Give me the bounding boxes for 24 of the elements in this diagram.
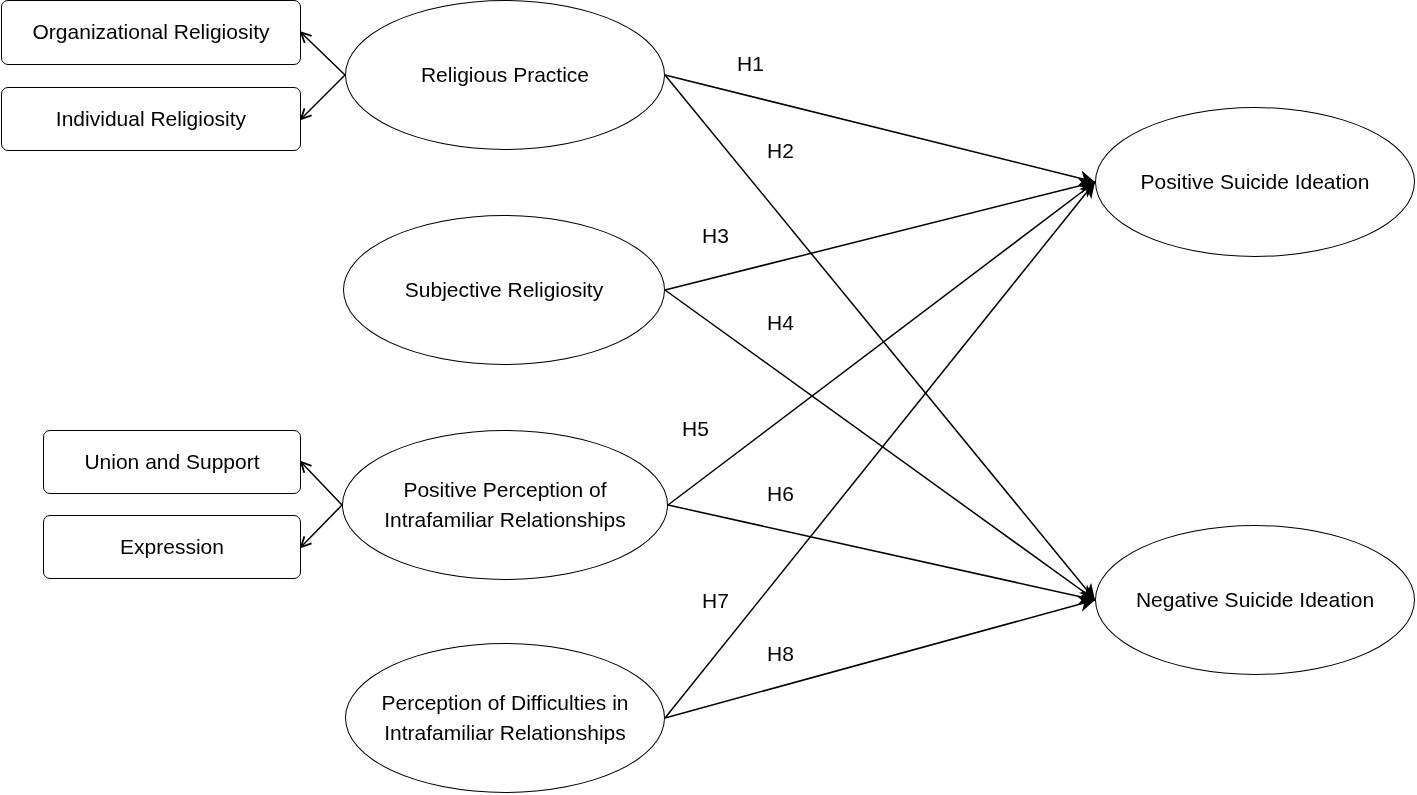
node-label: Religious Practice (420, 61, 590, 88)
node-label: Organizational Religiosity (32, 19, 270, 46)
node-label: Individual Religiosity (55, 105, 247, 132)
indicator-box (43, 515, 301, 579)
node-label: Union and Support (84, 448, 260, 475)
indicator-box (43, 430, 301, 494)
node-label: Negative Suicide Ideation (1135, 586, 1375, 613)
arrow (667, 504, 1096, 605)
arrow (664, 596, 1096, 719)
arrow (300, 74, 346, 120)
arrow (300, 504, 343, 548)
node-label: Subjective Religiosity (404, 276, 604, 303)
node-label: Positive Perception of Intrafamiliar Relationships (383, 476, 627, 533)
arrow (664, 181, 1096, 719)
node-label: Expression (120, 533, 224, 560)
arrow (300, 31, 346, 76)
arrow (664, 74, 1096, 186)
indicator-box (1, 87, 301, 151)
arrow (664, 178, 1096, 291)
node-label: Positive Suicide Ideation (1140, 168, 1370, 195)
arrow (664, 74, 1096, 601)
arrow (300, 461, 343, 506)
indicator-box (1, 0, 301, 65)
node-label: Perception of Difficulties in Intrafamiliar Relationships (380, 689, 630, 746)
